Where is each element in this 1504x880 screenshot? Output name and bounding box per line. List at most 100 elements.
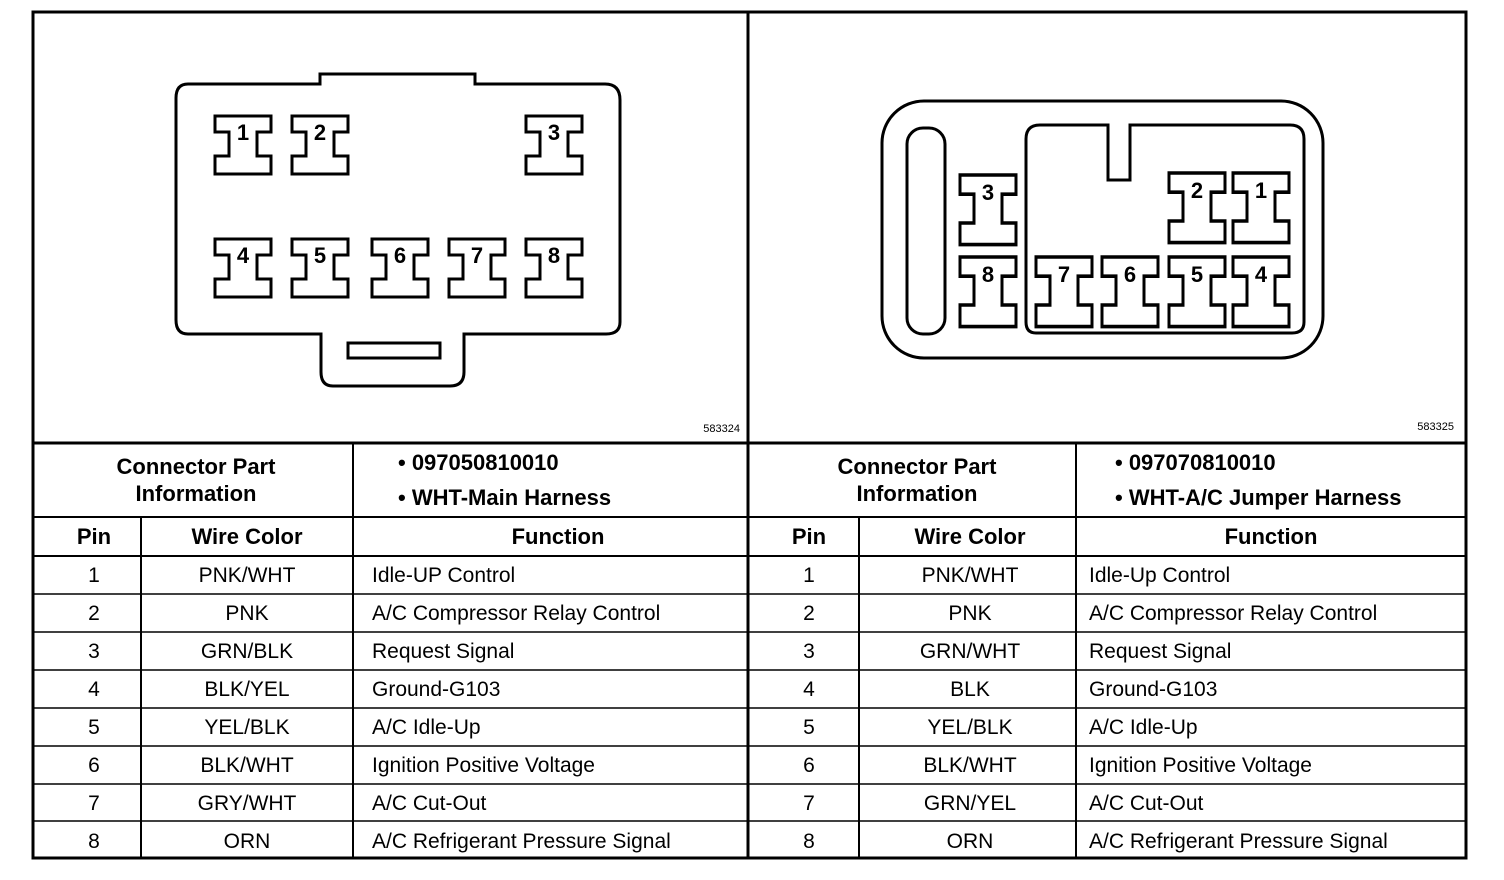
- pin-cell: 1: [803, 564, 815, 587]
- pin-cell: 6: [803, 754, 815, 777]
- table-row: 2 PNK A/C Compressor Relay Control: [88, 602, 660, 625]
- table-row: 5 YEL/BLK A/C Idle-Up: [803, 716, 1197, 739]
- table-row: 4 BLK Ground-G103: [803, 678, 1217, 701]
- left-table-header: Connector Part Information • 09705081001…: [77, 450, 611, 549]
- function-cell: A/C Refrigerant Pressure Signal: [372, 830, 671, 853]
- column-header-wire-color: Wire Color: [191, 524, 302, 549]
- part-info-label: Information: [857, 481, 978, 506]
- pin-cell: 3: [803, 640, 815, 663]
- locking-tab: [346, 341, 442, 360]
- wire-color-cell: PNK/WHT: [199, 564, 296, 587]
- table-row: 5 YEL/BLK A/C Idle-Up: [88, 716, 480, 739]
- pin-cell: 5: [88, 716, 100, 739]
- pin-number-label: 1: [1255, 178, 1267, 203]
- pin-cell: 2: [88, 602, 100, 625]
- pin-number-label: 2: [314, 120, 326, 145]
- table-row: 8 ORN A/C Refrigerant Pressure Signal: [803, 830, 1388, 853]
- table-row: 6 BLK/WHT Ignition Positive Voltage: [803, 754, 1312, 777]
- function-cell: Ignition Positive Voltage: [1089, 754, 1312, 777]
- pin-cell: 3: [88, 640, 100, 663]
- pin-cell: 8: [803, 830, 815, 853]
- wire-color-cell: YEL/BLK: [927, 716, 1012, 739]
- pin-cell: 4: [88, 678, 100, 701]
- pin-number-label: 4: [1255, 262, 1268, 287]
- part-number: • 097050810010: [398, 450, 559, 475]
- function-cell: A/C Cut-Out: [1089, 792, 1204, 815]
- table-row: 8 ORN A/C Refrigerant Pressure Signal: [88, 830, 671, 853]
- table-row: 1 PNK/WHT Idle-Up Control: [803, 564, 1230, 587]
- part-info-label: Connector Part: [838, 454, 998, 479]
- pin-number-label: 1: [237, 120, 249, 145]
- column-header-pin: Pin: [792, 524, 826, 549]
- pin-number-label: 8: [548, 243, 560, 268]
- wire-color-cell: BLK/WHT: [200, 754, 294, 777]
- table-row: 7 GRN/YEL A/C Cut-Out: [803, 792, 1203, 815]
- column-header-pin: Pin: [77, 524, 111, 549]
- pin-number-label: 6: [394, 243, 406, 268]
- column-header-function: Function: [512, 524, 605, 549]
- pin-number-label: 8: [982, 262, 994, 287]
- connector-housing: [174, 72, 622, 388]
- wire-color-cell: ORN: [224, 830, 271, 853]
- pin-number-label: 7: [471, 243, 483, 268]
- pin-number-label: 2: [1191, 178, 1203, 203]
- table-row: 3 GRN/WHT Request Signal: [803, 640, 1231, 663]
- function-cell: A/C Idle-Up: [1089, 716, 1198, 739]
- function-cell: A/C Refrigerant Pressure Signal: [1089, 830, 1388, 853]
- wire-color-cell: BLK/WHT: [923, 754, 1017, 777]
- frame: [31, 10, 1468, 860]
- function-cell: Idle-Up Control: [1089, 564, 1230, 587]
- table-row: 7 GRY/WHT A/C Cut-Out: [88, 792, 486, 815]
- table-row: 2 PNK A/C Compressor Relay Control: [803, 602, 1377, 625]
- part-description: • WHT-Main Harness: [398, 485, 611, 510]
- pin-cell: 6: [88, 754, 100, 777]
- figure-id: 583325: [1417, 421, 1454, 433]
- part-description: • WHT-A/C Jumper Harness: [1115, 485, 1401, 510]
- function-cell: Ground-G103: [372, 678, 500, 701]
- wire-color-cell: PNK: [948, 602, 991, 625]
- pin-cell: 5: [803, 716, 815, 739]
- wire-color-cell: PNK/WHT: [922, 564, 1019, 587]
- table-row: 6 BLK/WHT Ignition Positive Voltage: [88, 754, 595, 777]
- side-rail: [905, 126, 947, 336]
- ac-jumper-connector: 1 2 3 4 5 6 7 8 583325: [880, 99, 1454, 433]
- pin-number-label: 5: [314, 243, 326, 268]
- table-row: 3 GRN/BLK Request Signal: [88, 640, 514, 663]
- wire-color-cell: YEL/BLK: [204, 716, 289, 739]
- function-cell: Ground-G103: [1089, 678, 1217, 701]
- function-cell: A/C Idle-Up: [372, 716, 481, 739]
- right-table-header: Connector Part Information • 09707081001…: [792, 450, 1402, 549]
- wire-color-cell: GRN/YEL: [924, 792, 1016, 815]
- wire-color-cell: ORN: [947, 830, 994, 853]
- part-number: • 097070810010: [1115, 450, 1276, 475]
- pin-cell: 8: [88, 830, 100, 853]
- figure-id: 583324: [703, 423, 740, 435]
- inner-well: [1024, 123, 1306, 335]
- function-cell: A/C Compressor Relay Control: [1089, 602, 1377, 625]
- pin-cell: 4: [803, 678, 815, 701]
- right-table-body: 1 PNK/WHT Idle-Up Control 2 PNK A/C Comp…: [803, 564, 1388, 853]
- function-cell: Request Signal: [372, 640, 514, 663]
- wire-color-cell: GRY/WHT: [198, 792, 297, 815]
- pin-cell: 7: [803, 792, 815, 815]
- table-row: 1 PNK/WHT Idle-UP Control: [88, 564, 515, 587]
- function-cell: Ignition Positive Voltage: [372, 754, 595, 777]
- column-header-function: Function: [1225, 524, 1318, 549]
- main-harness-connector: 1 2 3 4 5 6 7 8 583324: [174, 72, 740, 435]
- pin-cell: 1: [88, 564, 100, 587]
- pin-cell: 7: [88, 792, 100, 815]
- wire-color-cell: GRN/BLK: [201, 640, 293, 663]
- part-info-label: Information: [136, 481, 257, 506]
- wire-color-cell: BLK/YEL: [204, 678, 289, 701]
- part-info-label: Connector Part: [117, 454, 277, 479]
- pin-number-label: 5: [1191, 262, 1203, 287]
- pin-cell: 2: [803, 602, 815, 625]
- pin-number-label: 6: [1124, 262, 1136, 287]
- pin-number-label: 3: [982, 180, 994, 205]
- pin-number-label: 7: [1058, 262, 1070, 287]
- function-cell: A/C Compressor Relay Control: [372, 602, 660, 625]
- connector-housing: [880, 99, 1325, 360]
- table-row: 4 BLK/YEL Ground-G103: [88, 678, 500, 701]
- function-cell: A/C Cut-Out: [372, 792, 487, 815]
